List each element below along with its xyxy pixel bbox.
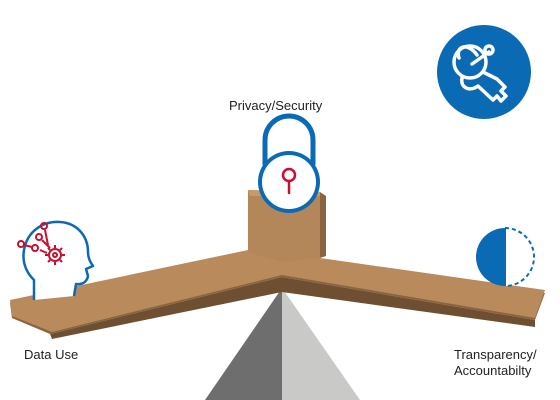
data-use-label: Data Use: [24, 347, 79, 362]
half-circle-icon: [476, 227, 535, 287]
fulcrum-pyramid: [205, 288, 360, 400]
transparency-accountability-label: Transparency/ Accountabilty: [454, 347, 537, 379]
privacy-security-label: Privacy/Security: [229, 98, 323, 113]
head-with-gears-icon: [17, 220, 95, 300]
key-icon: [437, 25, 531, 119]
padlock-icon: [258, 113, 320, 213]
balance-board: [10, 190, 545, 339]
transparency-label-line1: Transparency/: [454, 347, 537, 362]
transparency-label-line2: Accountabilty: [454, 363, 532, 378]
